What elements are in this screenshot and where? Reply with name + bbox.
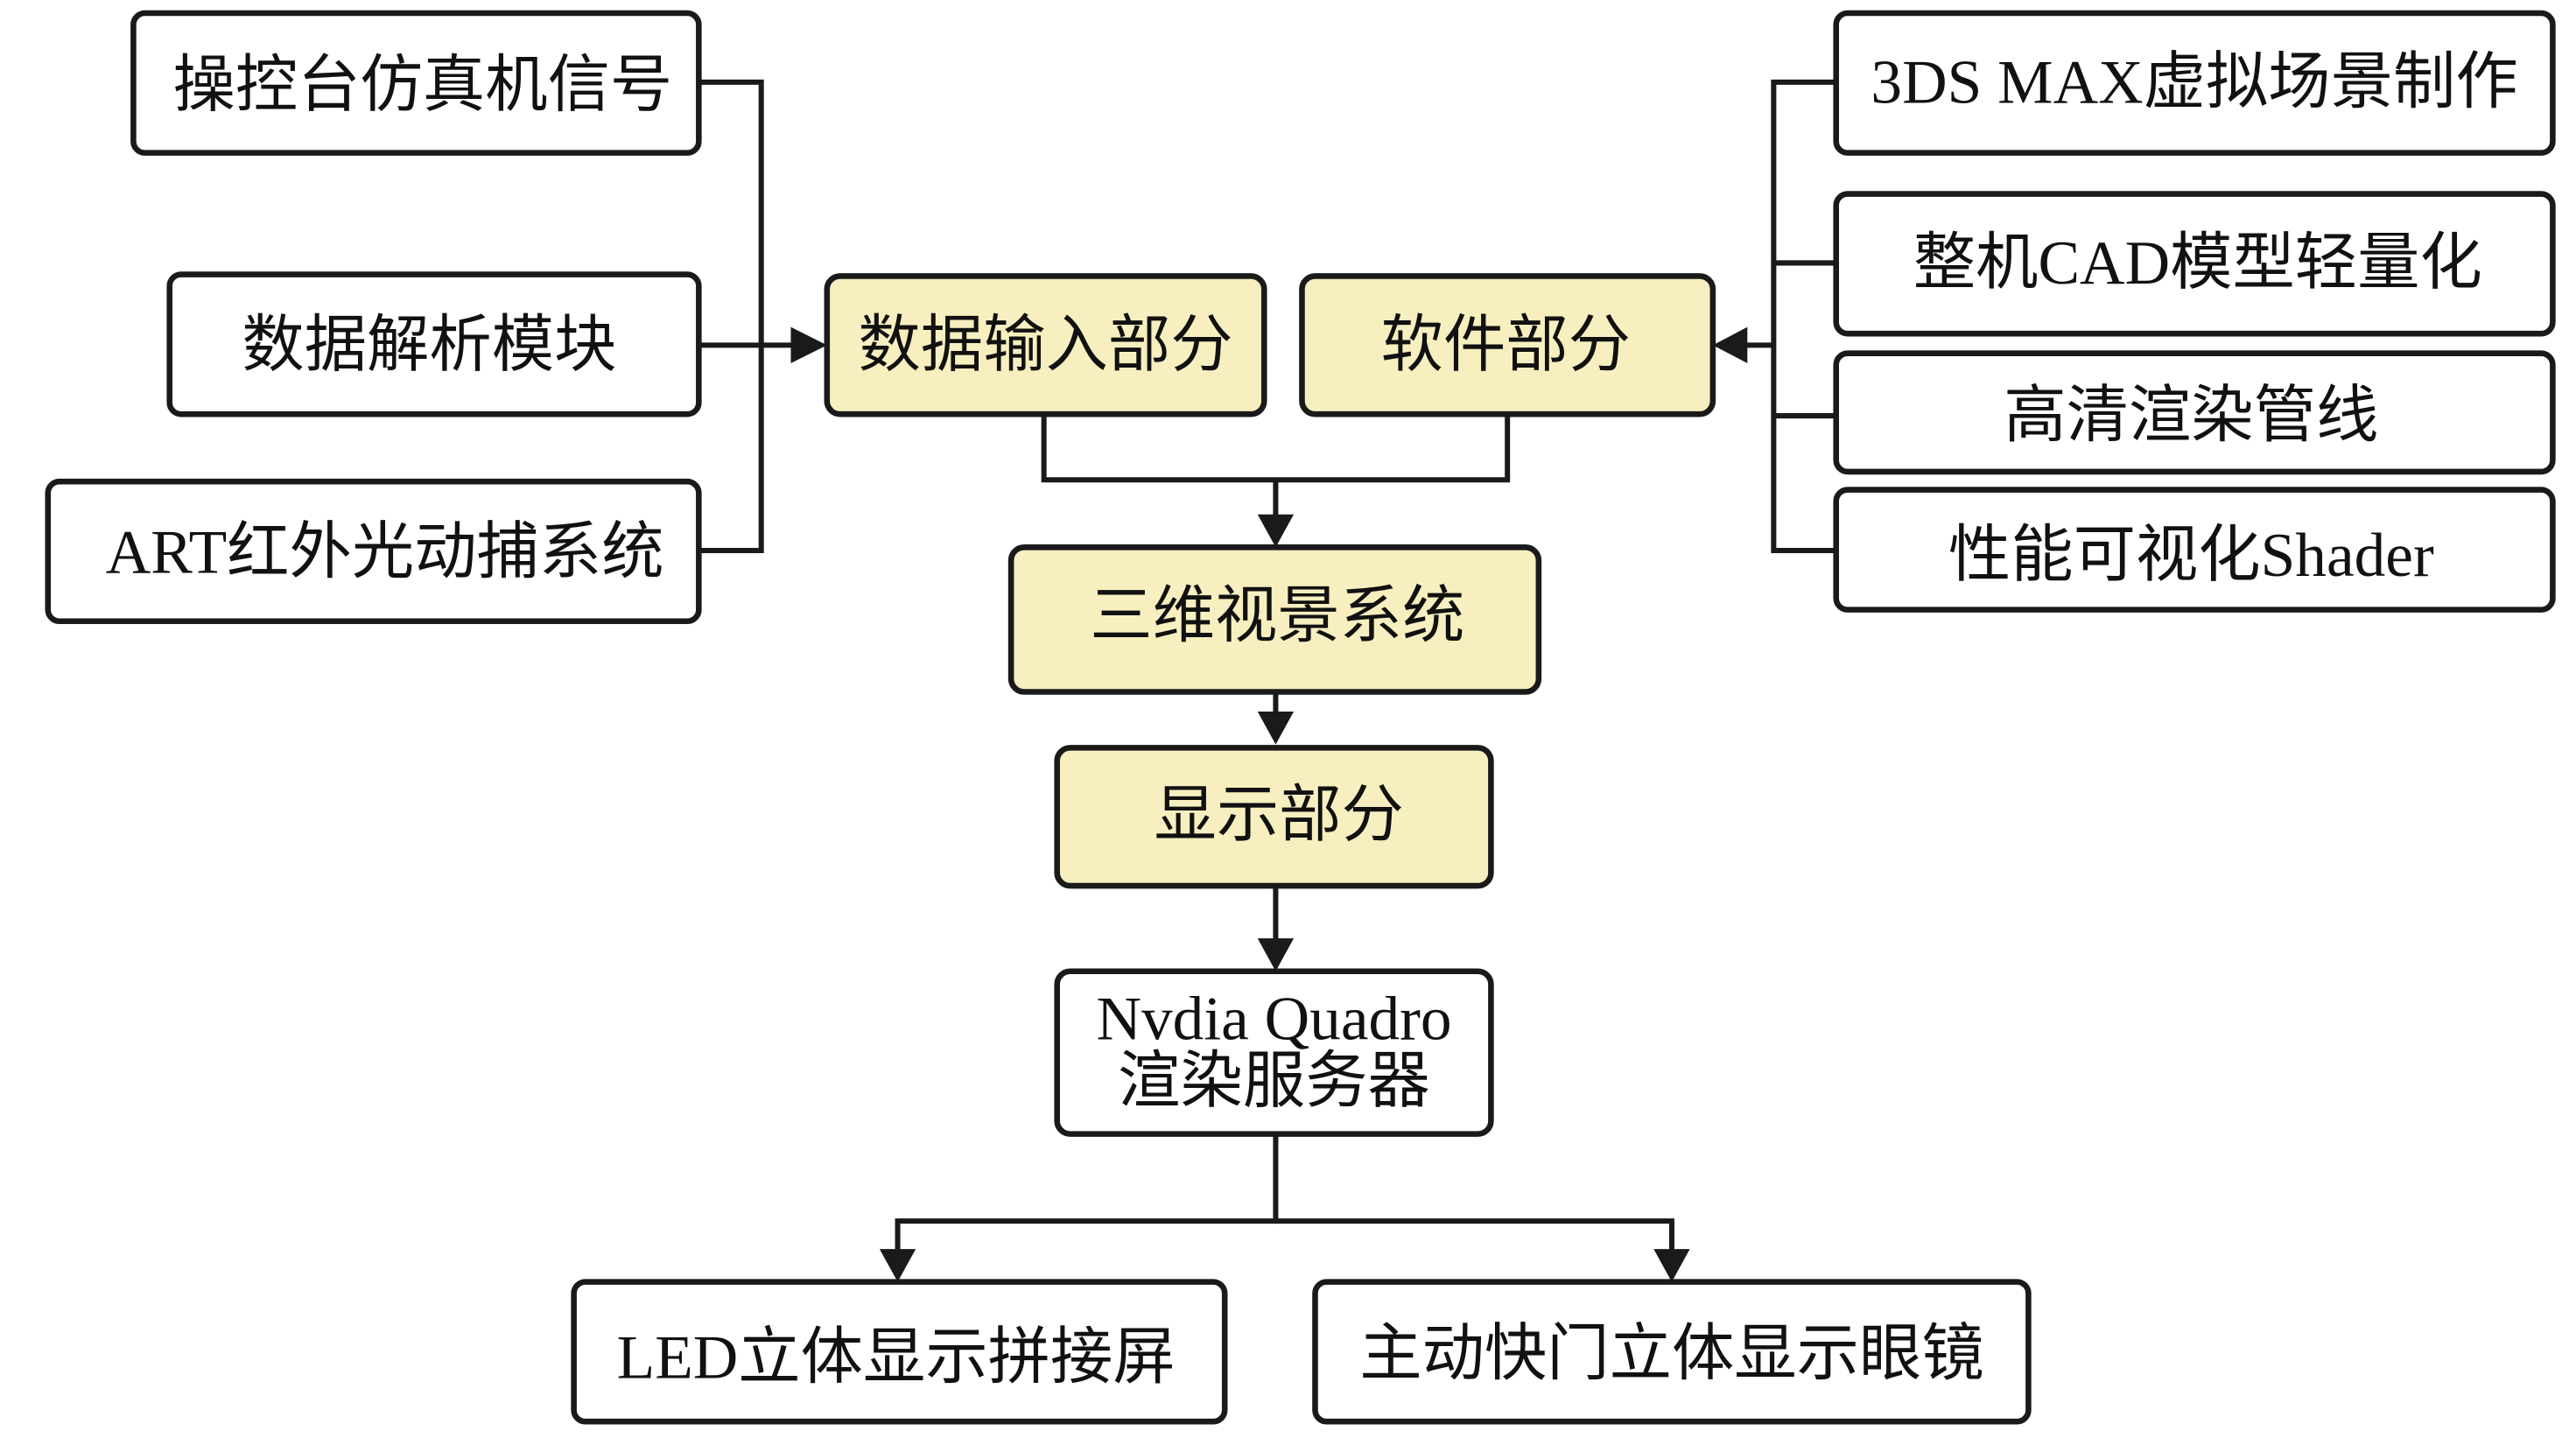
software-shader-label: 性能可视化Shader	[1948, 521, 2434, 590]
output-led-wall-label: LED立体显示拼接屏	[617, 1322, 1176, 1392]
arrow-into-visual	[1257, 514, 1295, 548]
connector-merge	[1041, 414, 1511, 483]
arrow-into-software	[1712, 326, 1748, 363]
software-cad-lightweight-label: 整机CAD模型轻量化	[1913, 228, 2482, 298]
software-render-pipeline-label: 高清渲染管线	[2004, 382, 2378, 451]
input-data-parsing-label: 数据解析模块	[242, 311, 616, 380]
visual-system: 三维视景系统	[1007, 544, 1542, 695]
arrow-into-server	[1257, 938, 1295, 972]
display-section-label: 显示部分	[1154, 781, 1403, 850]
software-3dsmax: 3DS MAX虚拟场景制作	[1833, 10, 2556, 156]
software-render-pipeline: 高清渲染管线	[1833, 350, 2556, 475]
input-art-mocap: ART红外光动捕系统	[45, 478, 702, 625]
data-input-section-label: 数据输入部分	[859, 311, 1233, 380]
arrow-into-display	[1257, 712, 1295, 745]
visual-system-label: 三维视景系统	[1090, 582, 1464, 651]
connector-server-split	[895, 1133, 1279, 1254]
input-console-signal-label: 操控台仿真机信号	[173, 51, 673, 120]
render-server-label-line2: 渲染服务器	[1118, 1047, 1430, 1116]
arrow-into-led	[879, 1249, 916, 1282]
software-shader: 性能可视化Shader	[1833, 487, 2556, 613]
data-input-section: 数据输入部分	[824, 273, 1267, 417]
input-console-signal: 操控台仿真机信号	[130, 10, 702, 156]
input-art-mocap-label: ART红外光动捕系统	[106, 517, 664, 586]
connector-right-bus	[1771, 79, 1836, 554]
arrow-into-glasses	[1653, 1249, 1690, 1282]
connector-server-split-right	[1275, 1218, 1674, 1254]
software-cad-lightweight: 整机CAD模型轻量化	[1833, 191, 2556, 337]
output-shutter-glasses: 主动快门立体显示眼镜	[1312, 1279, 2032, 1425]
render-server-label-line1: Nvdia Quadro	[1096, 985, 1451, 1054]
display-section: 显示部分	[1054, 745, 1494, 889]
connectors	[698, 79, 1836, 1282]
software-section: 软件部分	[1299, 273, 1716, 417]
software-3dsmax-label: 3DS MAX虚拟场景制作	[1871, 47, 2517, 116]
arrow-into-data-input	[790, 326, 827, 363]
output-led-wall: LED立体显示拼接屏	[571, 1279, 1228, 1425]
software-section-label: 软件部分	[1381, 311, 1631, 380]
output-shutter-glasses-label: 主动快门立体显示眼镜	[1359, 1320, 1983, 1389]
render-server: Nvdia Quadro 渲染服务器	[1054, 968, 1494, 1137]
input-data-parsing: 数据解析模块	[166, 271, 702, 417]
connector-left-bus	[698, 79, 764, 554]
